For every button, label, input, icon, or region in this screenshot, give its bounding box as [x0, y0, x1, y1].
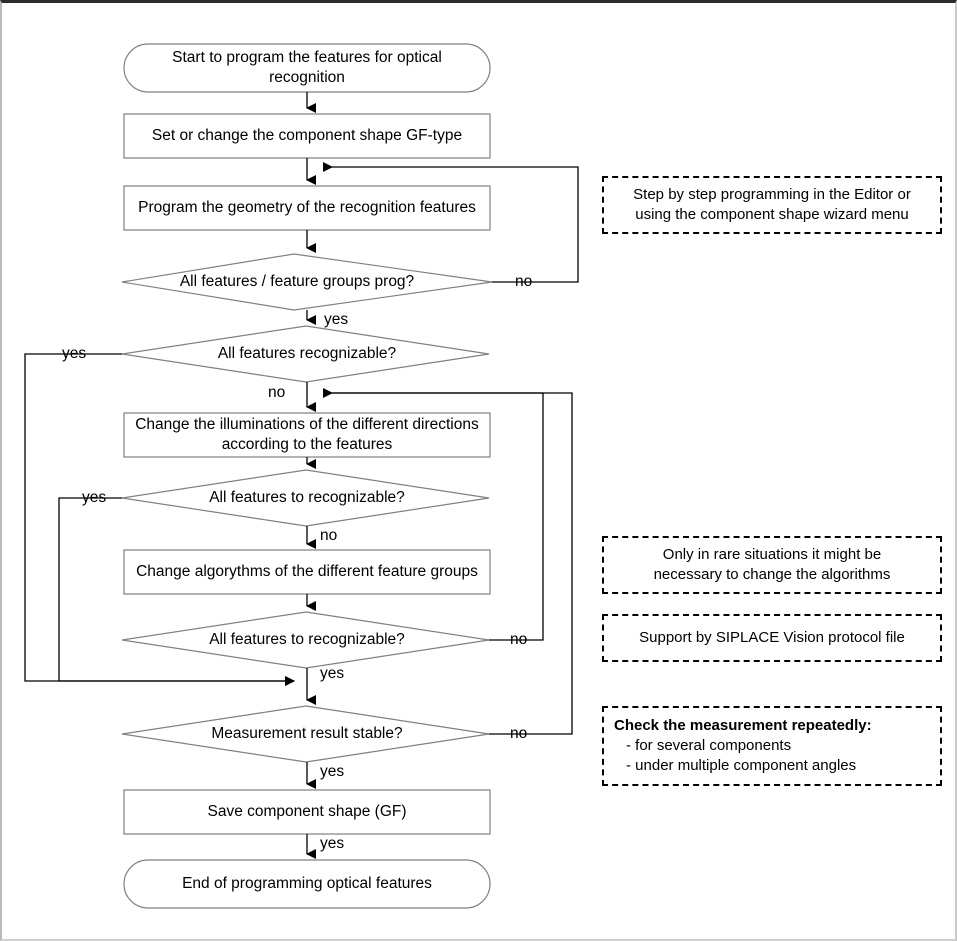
edge-label-recog3-yes: yes [320, 665, 345, 682]
note-editor: Step by step programming in the Editor o… [602, 176, 942, 234]
edge-label-recog1-yes: yes [62, 345, 87, 362]
edge-label-recog3-no: no [510, 631, 528, 648]
edge-label-stable-yes: yes [320, 763, 345, 780]
edge-label-recog1-no: no [268, 384, 286, 401]
node-change-illum-shape [123, 412, 491, 458]
note-check: Check the measurement repeatedly: - for … [602, 706, 942, 786]
note-protocol: Support by SIPLACE Vision protocol file [602, 614, 942, 662]
edge-label-save-yes: yes [320, 835, 345, 852]
node-set-gf-shape [123, 113, 491, 159]
node-change-algo-shape [123, 549, 491, 595]
note-algorithms-line-2: necessary to change the algorithms [653, 566, 891, 583]
edge-decrecog2-yes-loop [58, 497, 295, 686]
node-end-shape [123, 859, 491, 909]
note-editor-line-2: using the component shape wizard menu [635, 206, 909, 223]
node-dec-recog2-shape [121, 469, 490, 527]
note-check-bullet-1: - for several components [626, 736, 792, 754]
edge-decrecog3-no-loop [323, 388, 544, 641]
edge-label-prog-yes: yes [324, 311, 349, 328]
node-start-shape [123, 43, 491, 93]
node-dec-stable-shape [121, 705, 490, 763]
edge-label-recog2-yes: yes [82, 489, 107, 506]
note-algorithms-line-1: Only in rare situations it might be [662, 545, 882, 563]
node-program-geometry-shape [123, 185, 491, 231]
node-save-gf-shape [123, 789, 491, 835]
note-protocol-line-1: Support by SIPLACE Vision protocol file [639, 628, 905, 646]
note-check-bullet-2: - under multiple component angles [626, 757, 857, 775]
edge-label-stable-no: no [510, 725, 528, 742]
note-algorithms: Only in rare situations it might be nece… [602, 536, 942, 594]
node-dec-recog3-shape [121, 611, 490, 669]
edge-decstable-no-loop [332, 392, 573, 735]
flowchart-graphics [24, 43, 579, 909]
edge-label-recog2-no: no [320, 527, 338, 544]
node-dec-prog-shape [121, 253, 493, 311]
node-dec-recog1-shape [121, 325, 490, 383]
note-check-title: Check the measurement repeatedly: [614, 716, 872, 734]
edge-decprog-no-loop [323, 162, 579, 283]
edge-label-prog-no: no [515, 273, 533, 290]
note-editor-line-1: Step by step programming in the Editor o… [633, 185, 911, 203]
